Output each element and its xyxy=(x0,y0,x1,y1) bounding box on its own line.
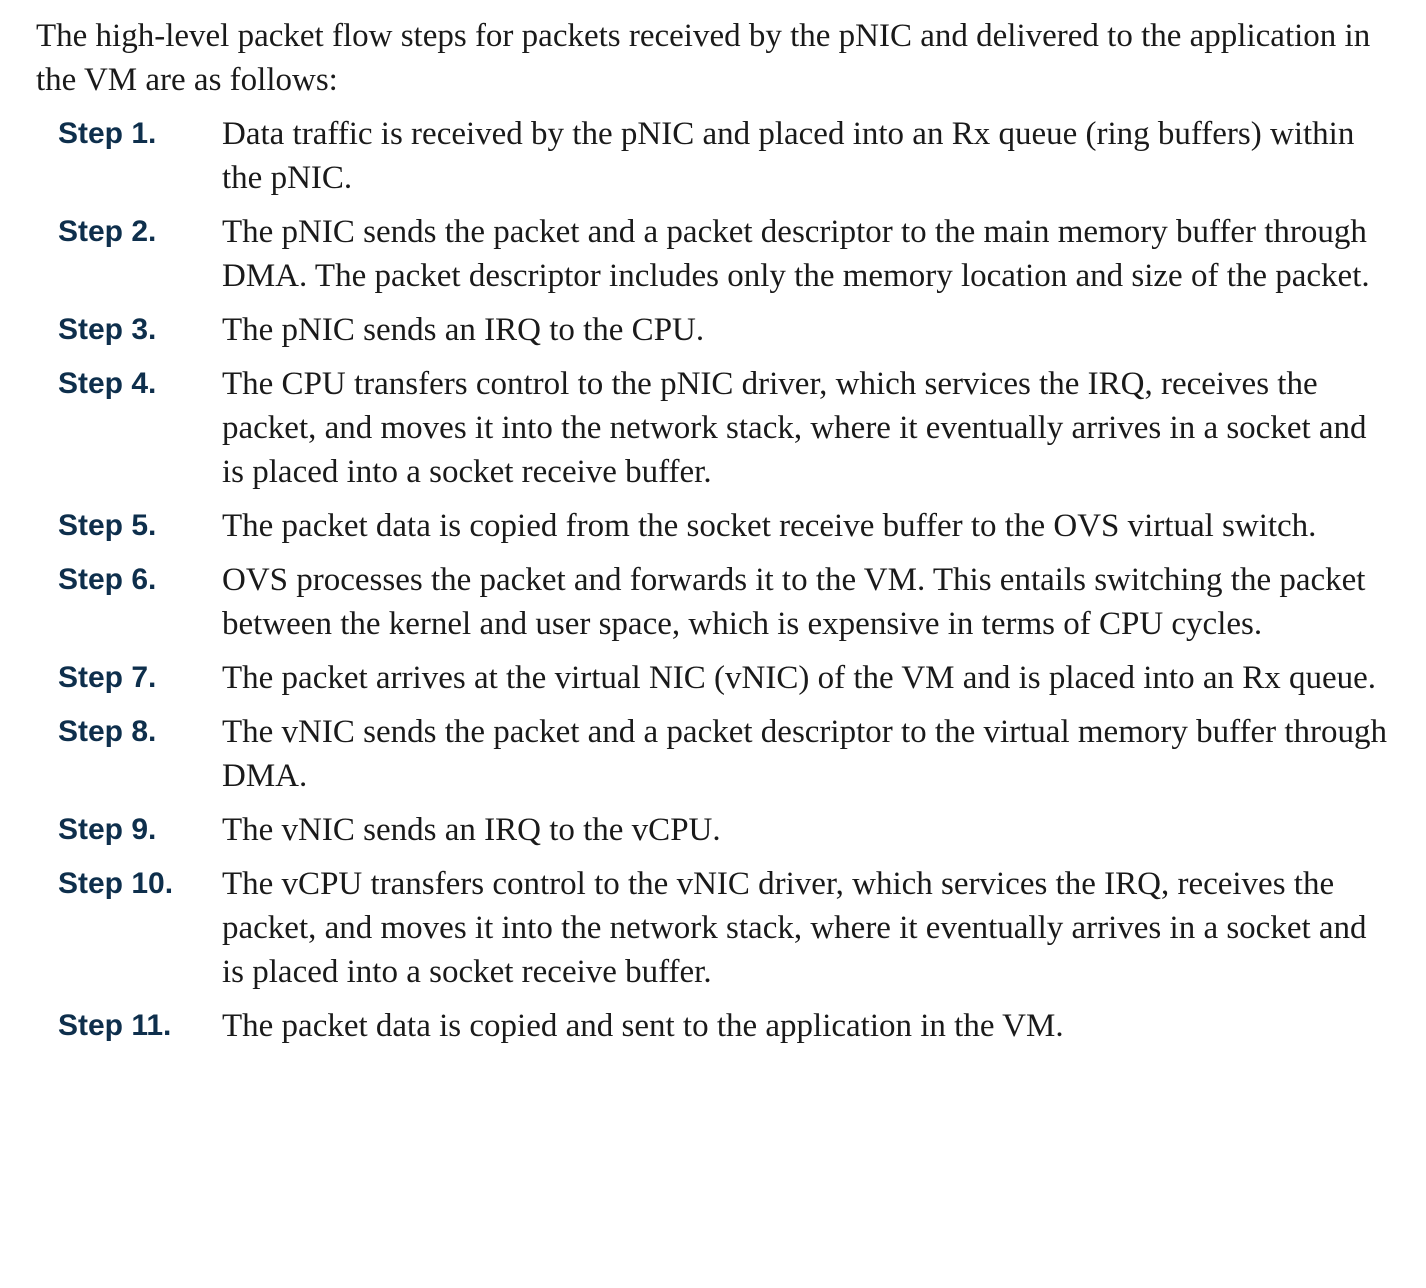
step-text: The vNIC sends an IRQ to the vCPU. xyxy=(222,812,721,848)
step-text: The packet arrives at the virtual NIC (v… xyxy=(222,660,1377,696)
step-label: Step 8. xyxy=(58,715,157,748)
step-item: Step 2. The pNIC sends the packet and a … xyxy=(36,210,1396,298)
step-item: Step 4. The CPU transfers control to the… xyxy=(36,362,1396,494)
step-text: The vNIC sends the packet and a packet d… xyxy=(222,714,1388,794)
step-text: The pNIC sends the packet and a packet d… xyxy=(222,214,1370,294)
step-label: Step 1. xyxy=(58,117,157,150)
step-item: Step 5. The packet data is copied from t… xyxy=(36,504,1396,548)
step-label: Step 3. xyxy=(58,313,157,346)
step-text: OVS processes the packet and forwards it… xyxy=(222,562,1366,642)
step-item: Step 1. Data traffic is received by the … xyxy=(36,112,1396,200)
step-label: Step 6. xyxy=(58,563,157,596)
step-label: Step 2. xyxy=(58,215,157,248)
step-label: Step 11. xyxy=(58,1009,172,1042)
step-item: Step 3. The pNIC sends an IRQ to the CPU… xyxy=(36,308,1396,352)
step-text: Data traffic is received by the pNIC and… xyxy=(222,116,1355,196)
step-item: Step 10. The vCPU transfers control to t… xyxy=(36,862,1396,994)
step-label: Step 7. xyxy=(58,661,157,694)
intro-paragraph: The high-level packet flow steps for pac… xyxy=(36,18,1371,98)
document-page: The high-level packet flow steps for pac… xyxy=(36,14,1396,1058)
step-item: Step 11. The packet data is copied and s… xyxy=(36,1004,1396,1048)
step-text: The packet data is copied and sent to th… xyxy=(222,1008,1064,1044)
step-item: Step 7. The packet arrives at the virtua… xyxy=(36,656,1396,700)
step-item: Step 6. OVS processes the packet and for… xyxy=(36,558,1396,646)
steps-list: Step 1. Data traffic is received by the … xyxy=(36,112,1396,1048)
step-item: Step 9. The vNIC sends an IRQ to the vCP… xyxy=(36,808,1396,852)
step-label: Step 9. xyxy=(58,813,157,846)
step-text: The pNIC sends an IRQ to the CPU. xyxy=(222,312,705,348)
step-item: Step 8. The vNIC sends the packet and a … xyxy=(36,710,1396,798)
step-label: Step 5. xyxy=(58,509,157,542)
step-label: Step 4. xyxy=(58,367,157,400)
step-text: The vCPU transfers control to the vNIC d… xyxy=(222,866,1367,990)
step-label: Step 10. xyxy=(58,867,174,900)
step-text: The packet data is copied from the socke… xyxy=(222,508,1317,544)
step-text: The CPU transfers control to the pNIC dr… xyxy=(222,366,1367,490)
